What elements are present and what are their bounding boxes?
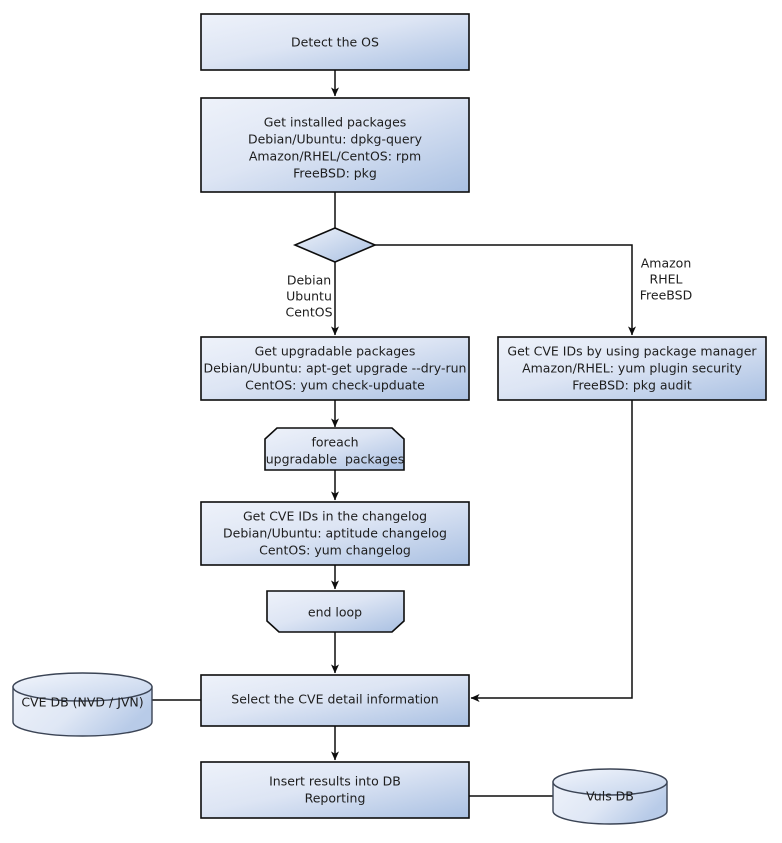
edge-label-branch-debian-line-1: Ubuntu <box>286 289 332 304</box>
node-get-installed-packages-line-0: Get installed packages <box>264 115 407 130</box>
node-vuls-db-top <box>552 768 668 796</box>
node-detect-os-line-0: Detect the OS <box>291 35 379 50</box>
node-get-installed-packages-line-3: FreeBSD: pkg <box>293 166 377 181</box>
edge-package-manager-to-select <box>470 400 633 702</box>
node-foreach-loop-start[interactable]: foreach upgradable packages <box>264 427 405 471</box>
node-detect-os[interactable]: Detect the OS <box>200 13 470 71</box>
node-select-cve-detail-line-0: Select the CVE detail information <box>231 692 438 707</box>
node-get-cve-ids-package-manager-line-2: FreeBSD: pkg audit <box>572 378 692 393</box>
node-foreach-loop-start-line-0: foreach <box>311 435 358 450</box>
node-end-loop-line-0: end loop <box>308 605 362 620</box>
node-os-decision-shape <box>292 227 378 263</box>
node-get-installed-packages[interactable]: Get installed packages Debian/Ubuntu: dp… <box>200 97 470 193</box>
node-cve-db[interactable]: CVE DB (NVD / JVN) <box>12 672 153 737</box>
node-insert-results-shape <box>200 761 470 819</box>
edge-label-branch-amazon-line-1: RHEL <box>650 272 683 287</box>
node-insert-results-line-1: Reporting <box>305 791 366 806</box>
node-get-cve-ids-changelog-line-2: CentOS: yum changelog <box>259 543 411 558</box>
node-get-upgradable-packages-line-0: Get upgradable packages <box>255 344 416 359</box>
node-foreach-loop-start-line-1: upgradable packages <box>266 452 405 467</box>
node-vuls-db[interactable]: Vuls DB <box>552 768 668 825</box>
node-get-cve-ids-changelog-line-0: Get CVE IDs in the changelog <box>243 509 427 524</box>
edge-label-branch-amazon: Amazon RHEL FreeBSD <box>640 256 692 303</box>
node-insert-results-line-0: Insert results into DB <box>269 774 401 789</box>
node-os-decision[interactable] <box>292 227 378 263</box>
node-insert-results[interactable]: Insert results into DB Reporting <box>200 761 470 819</box>
node-get-upgradable-packages-line-2: CentOS: yum check-upduate <box>245 378 425 393</box>
node-get-cve-ids-package-manager[interactable]: Get CVE IDs by using package manager Ama… <box>497 336 767 401</box>
node-get-cve-ids-package-manager-shape <box>497 336 767 401</box>
node-get-cve-ids-changelog-line-1: Debian/Ubuntu: aptitude changelog <box>223 526 447 541</box>
connectors <box>152 70 636 797</box>
node-get-cve-ids-changelog[interactable]: Get CVE IDs in the changelog Debian/Ubun… <box>200 501 470 566</box>
node-get-upgradable-packages-line-1: Debian/Ubuntu: apt-get upgrade --dry-run <box>204 361 467 376</box>
edge-label-branch-debian-line-0: Debian <box>287 273 331 288</box>
edge-label-branch-debian-line-2: CentOS <box>285 305 332 320</box>
node-get-installed-packages-line-2: Amazon/RHEL/CentOS: rpm <box>249 149 421 164</box>
node-get-cve-ids-changelog-shape <box>200 501 470 566</box>
node-select-cve-detail[interactable]: Select the CVE detail information <box>200 674 470 727</box>
node-vuls-db-label: Vuls DB <box>586 789 634 804</box>
node-get-installed-packages-line-1: Debian/Ubuntu: dpkg-query <box>248 132 423 147</box>
edge-decision-to-package-manager <box>375 244 636 336</box>
node-get-cve-ids-package-manager-line-1: Amazon/RHEL: yum plugin security <box>522 361 742 376</box>
node-cve-db-top <box>12 672 153 702</box>
edge-label-branch-debian: Debian Ubuntu CentOS <box>285 273 332 320</box>
node-select-cve-detail-shape <box>200 674 470 727</box>
node-cve-db-label: CVE DB (NVD / JVN) <box>21 695 143 710</box>
node-get-installed-packages-shape <box>200 97 470 193</box>
node-detect-os-shape <box>200 13 470 71</box>
edge-label-branch-amazon-line-2: FreeBSD <box>640 288 692 303</box>
node-get-upgradable-packages-shape <box>200 336 470 401</box>
node-foreach-loop-start-shape <box>264 427 405 471</box>
node-end-loop-shape <box>266 590 405 633</box>
node-get-upgradable-packages[interactable]: Get upgradable packages Debian/Ubuntu: a… <box>200 336 470 401</box>
node-end-loop[interactable]: end loop <box>266 590 405 633</box>
edge-label-branch-amazon-line-0: Amazon <box>641 256 692 271</box>
node-get-cve-ids-package-manager-line-0: Get CVE IDs by using package manager <box>507 344 757 359</box>
